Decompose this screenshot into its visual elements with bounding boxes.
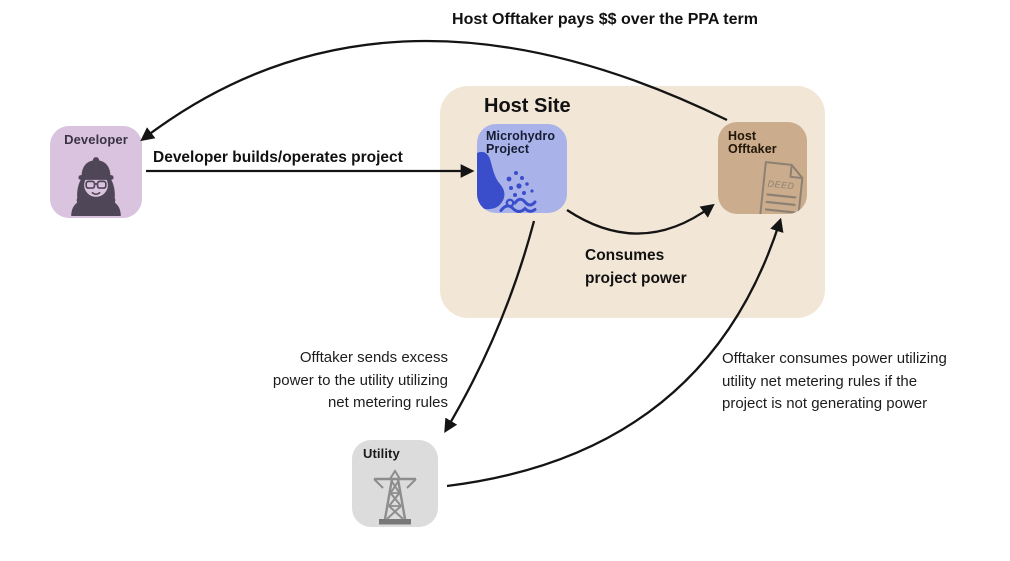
host-offtaker-label-line1: Host — [728, 129, 757, 143]
excess-annotation-line3: net metering rules — [327, 394, 448, 411]
transmission-tower-icon — [373, 469, 417, 525]
microhydro-label-line2: Project — [486, 142, 530, 157]
consumes-power-label: Consumes project power — [585, 244, 715, 290]
ppa-payment-label: Host Offtaker pays $$ over the PPA term — [452, 11, 758, 28]
host-offtaker-node: Host Offtaker DEED — [718, 122, 807, 214]
excess-annotation-line2: power to the utility utilizing — [272, 371, 448, 389]
net-metering-annotation-line3: project is not generating power — [722, 395, 928, 412]
deed-text: DEED — [767, 178, 795, 191]
net-metering-annotation-line2: utility net metering rules if the — [722, 372, 918, 390]
waterfall-icon — [477, 151, 537, 213]
microhydro-label-line1: Microhydro — [486, 129, 556, 143]
deed-document-icon: DEED — [759, 161, 804, 214]
developer-label: Developer — [64, 132, 128, 147]
host-offtaker-label: Host Offtaker — [728, 129, 777, 157]
net-metering-annotation-line1: Offtaker consumes power utilizing — [722, 350, 947, 367]
construction-worker-icon — [71, 157, 121, 216]
consumes-label-line2: project power — [585, 270, 687, 287]
excess-power-annotation: Offtaker sends excess power to the utili… — [200, 347, 448, 415]
excess-annotation-line1: Offtaker sends excess — [299, 349, 448, 366]
consumes-label-line1: Consumes — [585, 247, 665, 264]
microhydro-project-node: Microhydro Project — [477, 124, 567, 213]
developer-builds-label: Developer builds/operates project — [153, 149, 403, 166]
developer-node: Developer — [50, 126, 142, 218]
utility-node: Utility — [352, 440, 438, 527]
utility-label: Utility — [363, 446, 400, 461]
host-offtaker-label-line2: Offtaker — [728, 142, 777, 157]
host-site-title: Host Site — [484, 95, 571, 117]
net-metering-annotation: Offtaker consumes power utilizing utilit… — [722, 348, 1010, 416]
